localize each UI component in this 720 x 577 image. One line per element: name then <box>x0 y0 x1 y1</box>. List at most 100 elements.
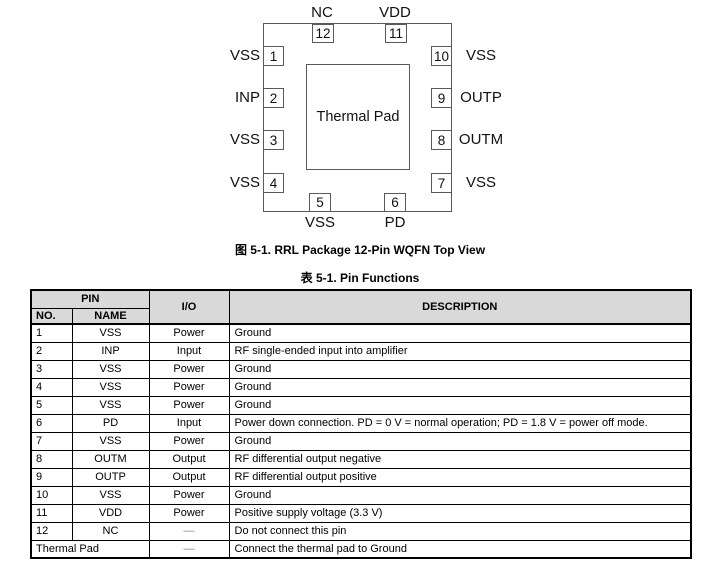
table-row-pin-4: 4 VSS Power Ground <box>30 377 692 397</box>
cell-name: VSS <box>71 323 150 343</box>
table-row-pin-2: 2 INP Input RF single-ended input into a… <box>30 341 692 361</box>
table-caption: 表 5-1. Pin Functions <box>300 271 420 285</box>
pin-label-outm: OUTM <box>458 131 504 148</box>
pin-box-7: 7 <box>431 173 452 193</box>
cell-no: 12 <box>30 521 73 541</box>
table-row-thermal-pad: Thermal Pad — Connect the thermal pad to… <box>30 539 692 559</box>
pin-box-11: 11 <box>385 24 407 43</box>
cell-io: Output <box>148 467 230 487</box>
pin-box-4: 4 <box>263 173 284 193</box>
pin-label-pd: PD <box>384 214 406 231</box>
cell-no: 6 <box>30 413 73 433</box>
table-row-pin-9: 9 OUTP Output RF differential output pos… <box>30 467 692 487</box>
table-row-pin-8: 8 OUTM Output RF differential output neg… <box>30 449 692 469</box>
cell-io-dash: — <box>148 521 230 541</box>
cell-no: 2 <box>30 341 73 361</box>
cell-io: Input <box>148 413 230 433</box>
header-name: NAME <box>71 307 150 325</box>
header-pin-group: PIN <box>30 289 150 309</box>
cell-no: 11 <box>30 503 73 523</box>
table-row-pin-11: 11 VDD Power Positive supply voltage (3.… <box>30 503 692 523</box>
cell-no: 7 <box>30 431 73 451</box>
package-diagram: Thermal Pad NC VDD 12 11 1 2 3 4 VSS INP… <box>0 0 720 240</box>
cell-io: Input <box>148 341 230 361</box>
table-row-pin-10: 10 VSS Power Ground <box>30 485 692 505</box>
cell-no: 3 <box>30 359 73 379</box>
cell-description: Connect the thermal pad to Ground <box>228 539 692 559</box>
cell-description: Ground <box>228 395 692 415</box>
header-io: I/O <box>148 289 230 325</box>
cell-name: VSS <box>71 359 150 379</box>
cell-io: Power <box>148 323 230 343</box>
pin-box-2: 2 <box>263 88 284 108</box>
pin-label-vss-5: VSS <box>304 214 335 231</box>
cell-no: 4 <box>30 377 73 397</box>
cell-no: 1 <box>30 323 73 343</box>
cell-io-dash: — <box>148 539 230 559</box>
cell-no: 5 <box>30 395 73 415</box>
pin-label-nc: NC <box>311 4 333 21</box>
cell-io: Power <box>148 485 230 505</box>
pin-label-vss-10: VSS <box>465 47 496 64</box>
cell-description: RF differential output negative <box>228 449 692 469</box>
pin-label-vss-1: VSS <box>229 47 260 64</box>
cell-description: Ground <box>228 485 692 505</box>
pin-box-3: 3 <box>263 130 284 150</box>
pin-table-container: PIN I/O DESCRIPTION NO. NAME 1 VSS Power… <box>30 289 692 559</box>
cell-no-thermal-pad: Thermal Pad <box>30 539 150 559</box>
pin-table-header: PIN I/O DESCRIPTION NO. NAME <box>30 289 692 325</box>
cell-name: VSS <box>71 377 150 397</box>
header-description: DESCRIPTION <box>228 289 692 325</box>
pin-label-outp: OUTP <box>460 89 502 106</box>
cell-name: OUTM <box>71 449 150 469</box>
cell-name: PD <box>71 413 150 433</box>
cell-name: VDD <box>71 503 150 523</box>
table-row-pin-1: 1 VSS Power Ground <box>30 323 692 343</box>
cell-description: Ground <box>228 323 692 343</box>
cell-name: INP <box>71 341 150 361</box>
table-row-pin-12: 12 NC — Do not connect this pin <box>30 521 692 541</box>
cell-description: Power down connection. PD = 0 V = normal… <box>228 413 692 433</box>
cell-io: Power <box>148 503 230 523</box>
thermal-pad: Thermal Pad <box>306 64 410 170</box>
cell-name: VSS <box>71 395 150 415</box>
cell-io: Power <box>148 377 230 397</box>
cell-no: 8 <box>30 449 73 469</box>
pin-box-10: 10 <box>431 46 452 66</box>
cell-description: Ground <box>228 377 692 397</box>
table-row-pin-5: 5 VSS Power Ground <box>30 395 692 415</box>
pin-table: PIN I/O DESCRIPTION NO. NAME 1 VSS Power… <box>30 289 692 559</box>
cell-name: VSS <box>71 485 150 505</box>
cell-io: Power <box>148 431 230 451</box>
cell-description: Do not connect this pin <box>228 521 692 541</box>
pin-label-inp: INP <box>234 89 260 106</box>
figure-caption: 图 5-1. RRL Package 12-Pin WQFN Top View <box>234 243 486 257</box>
cell-description: Ground <box>228 431 692 451</box>
cell-io: Power <box>148 395 230 415</box>
cell-name: VSS <box>71 431 150 451</box>
pin-box-6: 6 <box>384 193 406 212</box>
pin-box-9: 9 <box>431 88 452 108</box>
cell-description: Positive supply voltage (3.3 V) <box>228 503 692 523</box>
cell-io: Output <box>148 449 230 469</box>
cell-no: 9 <box>30 467 73 487</box>
pin-label-vss-7: VSS <box>465 174 496 191</box>
cell-name: NC <box>71 521 150 541</box>
pin-table-body: 1 VSS Power Ground 2 INP Input RF single… <box>30 323 692 559</box>
pin-box-8: 8 <box>431 130 452 150</box>
header-no: NO. <box>30 307 73 325</box>
table-row-pin-6: 6 PD Input Power down connection. PD = 0… <box>30 413 692 433</box>
thermal-pad-label: Thermal Pad <box>316 109 400 125</box>
pin-box-12: 12 <box>312 24 334 43</box>
pin-label-vss-4: VSS <box>229 174 260 191</box>
pin-label-vss-3: VSS <box>229 131 260 148</box>
cell-no: 10 <box>30 485 73 505</box>
table-row-pin-3: 3 VSS Power Ground <box>30 359 692 379</box>
pin-label-vdd: VDD <box>379 4 411 21</box>
cell-description: Ground <box>228 359 692 379</box>
table-row-pin-7: 7 VSS Power Ground <box>30 431 692 451</box>
pin-box-1: 1 <box>263 46 284 66</box>
pin-box-5: 5 <box>309 193 331 212</box>
cell-name: OUTP <box>71 467 150 487</box>
